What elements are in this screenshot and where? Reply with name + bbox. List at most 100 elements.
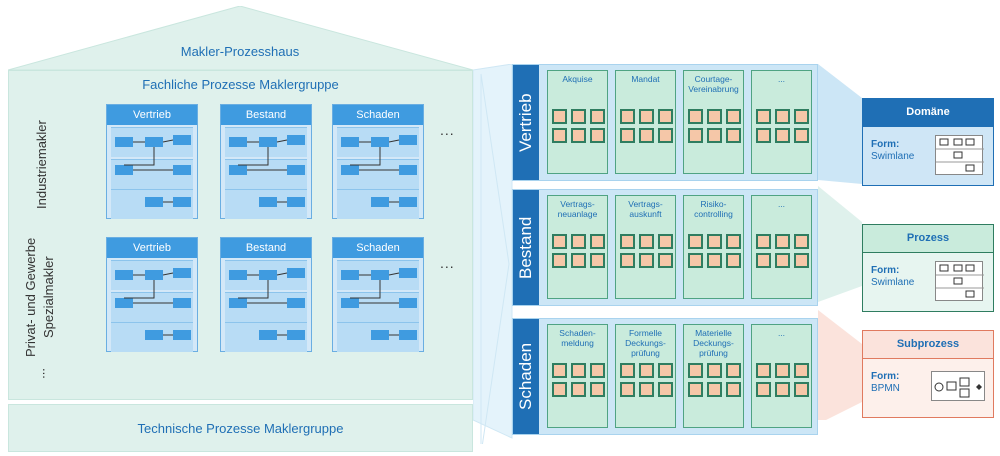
activity-cell: [571, 382, 586, 397]
card-subprozess: Subprozess Form:BPMN: [862, 330, 994, 418]
activity-cell: [794, 128, 809, 143]
activity-cell: [707, 363, 722, 378]
activity-cell: [756, 382, 771, 397]
flow-arrow: [388, 139, 400, 143]
process-box-title: Bestand: [221, 105, 311, 125]
subprocess-title: Schaden- meldung: [559, 328, 596, 348]
form-label: Form:: [871, 371, 900, 382]
activity-cell: [794, 109, 809, 124]
flow-step: [173, 165, 191, 175]
process-box-title: Bestand: [221, 238, 311, 258]
activity-cell: [620, 253, 635, 268]
activity-grid: [756, 234, 809, 268]
flow-step: [371, 197, 389, 207]
subprocess-title: Akquise: [562, 74, 593, 84]
flow-step: [287, 268, 305, 278]
activity-cell: [688, 363, 703, 378]
swimlane-thumbnail: [935, 261, 984, 301]
flow-step: [145, 330, 163, 340]
process-box: Schaden: [332, 237, 424, 352]
house-roof: [8, 6, 473, 70]
activity-cell: [775, 128, 790, 143]
activity-cell: [552, 382, 567, 397]
activity-cell: [620, 234, 635, 249]
subprocess-title: ...: [777, 328, 786, 338]
flow-arrow: [124, 280, 155, 299]
subprocess-title: ...: [777, 199, 786, 209]
flow-step: [399, 298, 417, 308]
form-value: BPMN: [871, 383, 900, 394]
activity-cell: [688, 253, 703, 268]
flow-step: [399, 197, 417, 207]
flow-step: [287, 298, 305, 308]
activity-grid: [688, 109, 741, 143]
flow-step: [173, 268, 191, 278]
flow-step: [229, 270, 247, 280]
flow-arrow: [162, 272, 174, 276]
process-box-title: Vertrieb: [107, 105, 197, 125]
activity-cell: [658, 109, 673, 124]
flow-step: [173, 298, 191, 308]
activity-cell: [639, 253, 654, 268]
activity-cell: [552, 128, 567, 143]
activity-cell: [658, 363, 673, 378]
activity-grid: [756, 109, 809, 143]
card-prozess-title: Prozess: [863, 225, 993, 253]
activity-cell: [552, 234, 567, 249]
flow-step: [173, 197, 191, 207]
process-box: Bestand: [220, 104, 312, 219]
activity-cell: [620, 128, 635, 143]
activity-cell: [590, 253, 605, 268]
subprocess-box: Courtage- Vereinabrung: [683, 70, 744, 174]
activity-cell: [620, 363, 635, 378]
flow-step: [371, 270, 389, 280]
activity-cell: [590, 363, 605, 378]
subprocess-title: Vertrags- auskunft: [628, 199, 663, 219]
activity-cell: [552, 363, 567, 378]
activity-cell: [707, 253, 722, 268]
activity-cell: [552, 253, 567, 268]
technical-title: Technische Prozesse Maklergruppe: [137, 420, 344, 436]
activity-cell: [639, 363, 654, 378]
flow-step: [259, 330, 277, 340]
card-domaene: Domäne Form:Swimlane: [862, 98, 994, 186]
process-flow: [229, 268, 305, 340]
subprocess-box: Schaden- meldung: [547, 324, 608, 428]
technical-processes: Technische Prozesse Maklergruppe: [8, 404, 473, 452]
zoom-connector: [473, 64, 513, 444]
process-box: Bestand: [220, 237, 312, 352]
activity-cell: [639, 234, 654, 249]
swimlane-header: Vertrieb: [513, 65, 539, 180]
more-ellipsis-2: ...: [440, 255, 455, 271]
activity-grid: [552, 234, 605, 268]
card-domaene-title: Domäne: [863, 99, 993, 127]
flow-step: [145, 197, 163, 207]
activity-cell: [775, 382, 790, 397]
activity-cell: [688, 128, 703, 143]
row-label-more: ...: [40, 368, 55, 379]
more-ellipsis-1: ...: [440, 122, 455, 138]
swimlane-header: Bestand: [513, 190, 539, 305]
subprocess-box: ...: [751, 324, 812, 428]
subprocess-title: ...: [777, 74, 786, 84]
flow-step: [287, 165, 305, 175]
flow-arrow: [350, 280, 381, 299]
subprocess-box: Materielle Deckungs- prüfung: [683, 324, 744, 428]
activity-cell: [620, 382, 635, 397]
flow-step: [399, 135, 417, 145]
activity-grid: [688, 363, 741, 397]
flow-step: [399, 268, 417, 278]
activity-cell: [707, 234, 722, 249]
activity-cell: [571, 234, 586, 249]
flow-step: [145, 137, 163, 147]
bpmn-thumbnail: [931, 371, 985, 401]
swimlane-label: Vertrieb: [516, 93, 535, 152]
form-value: Swimlane: [871, 277, 915, 288]
activity-cell: [707, 128, 722, 143]
process-flow: [229, 135, 305, 207]
subprocess-title: Formelle Deckungs- prüfung: [625, 328, 666, 358]
process-flow: [115, 268, 191, 340]
flow-arrow: [350, 147, 381, 166]
activity-cell: [756, 128, 771, 143]
